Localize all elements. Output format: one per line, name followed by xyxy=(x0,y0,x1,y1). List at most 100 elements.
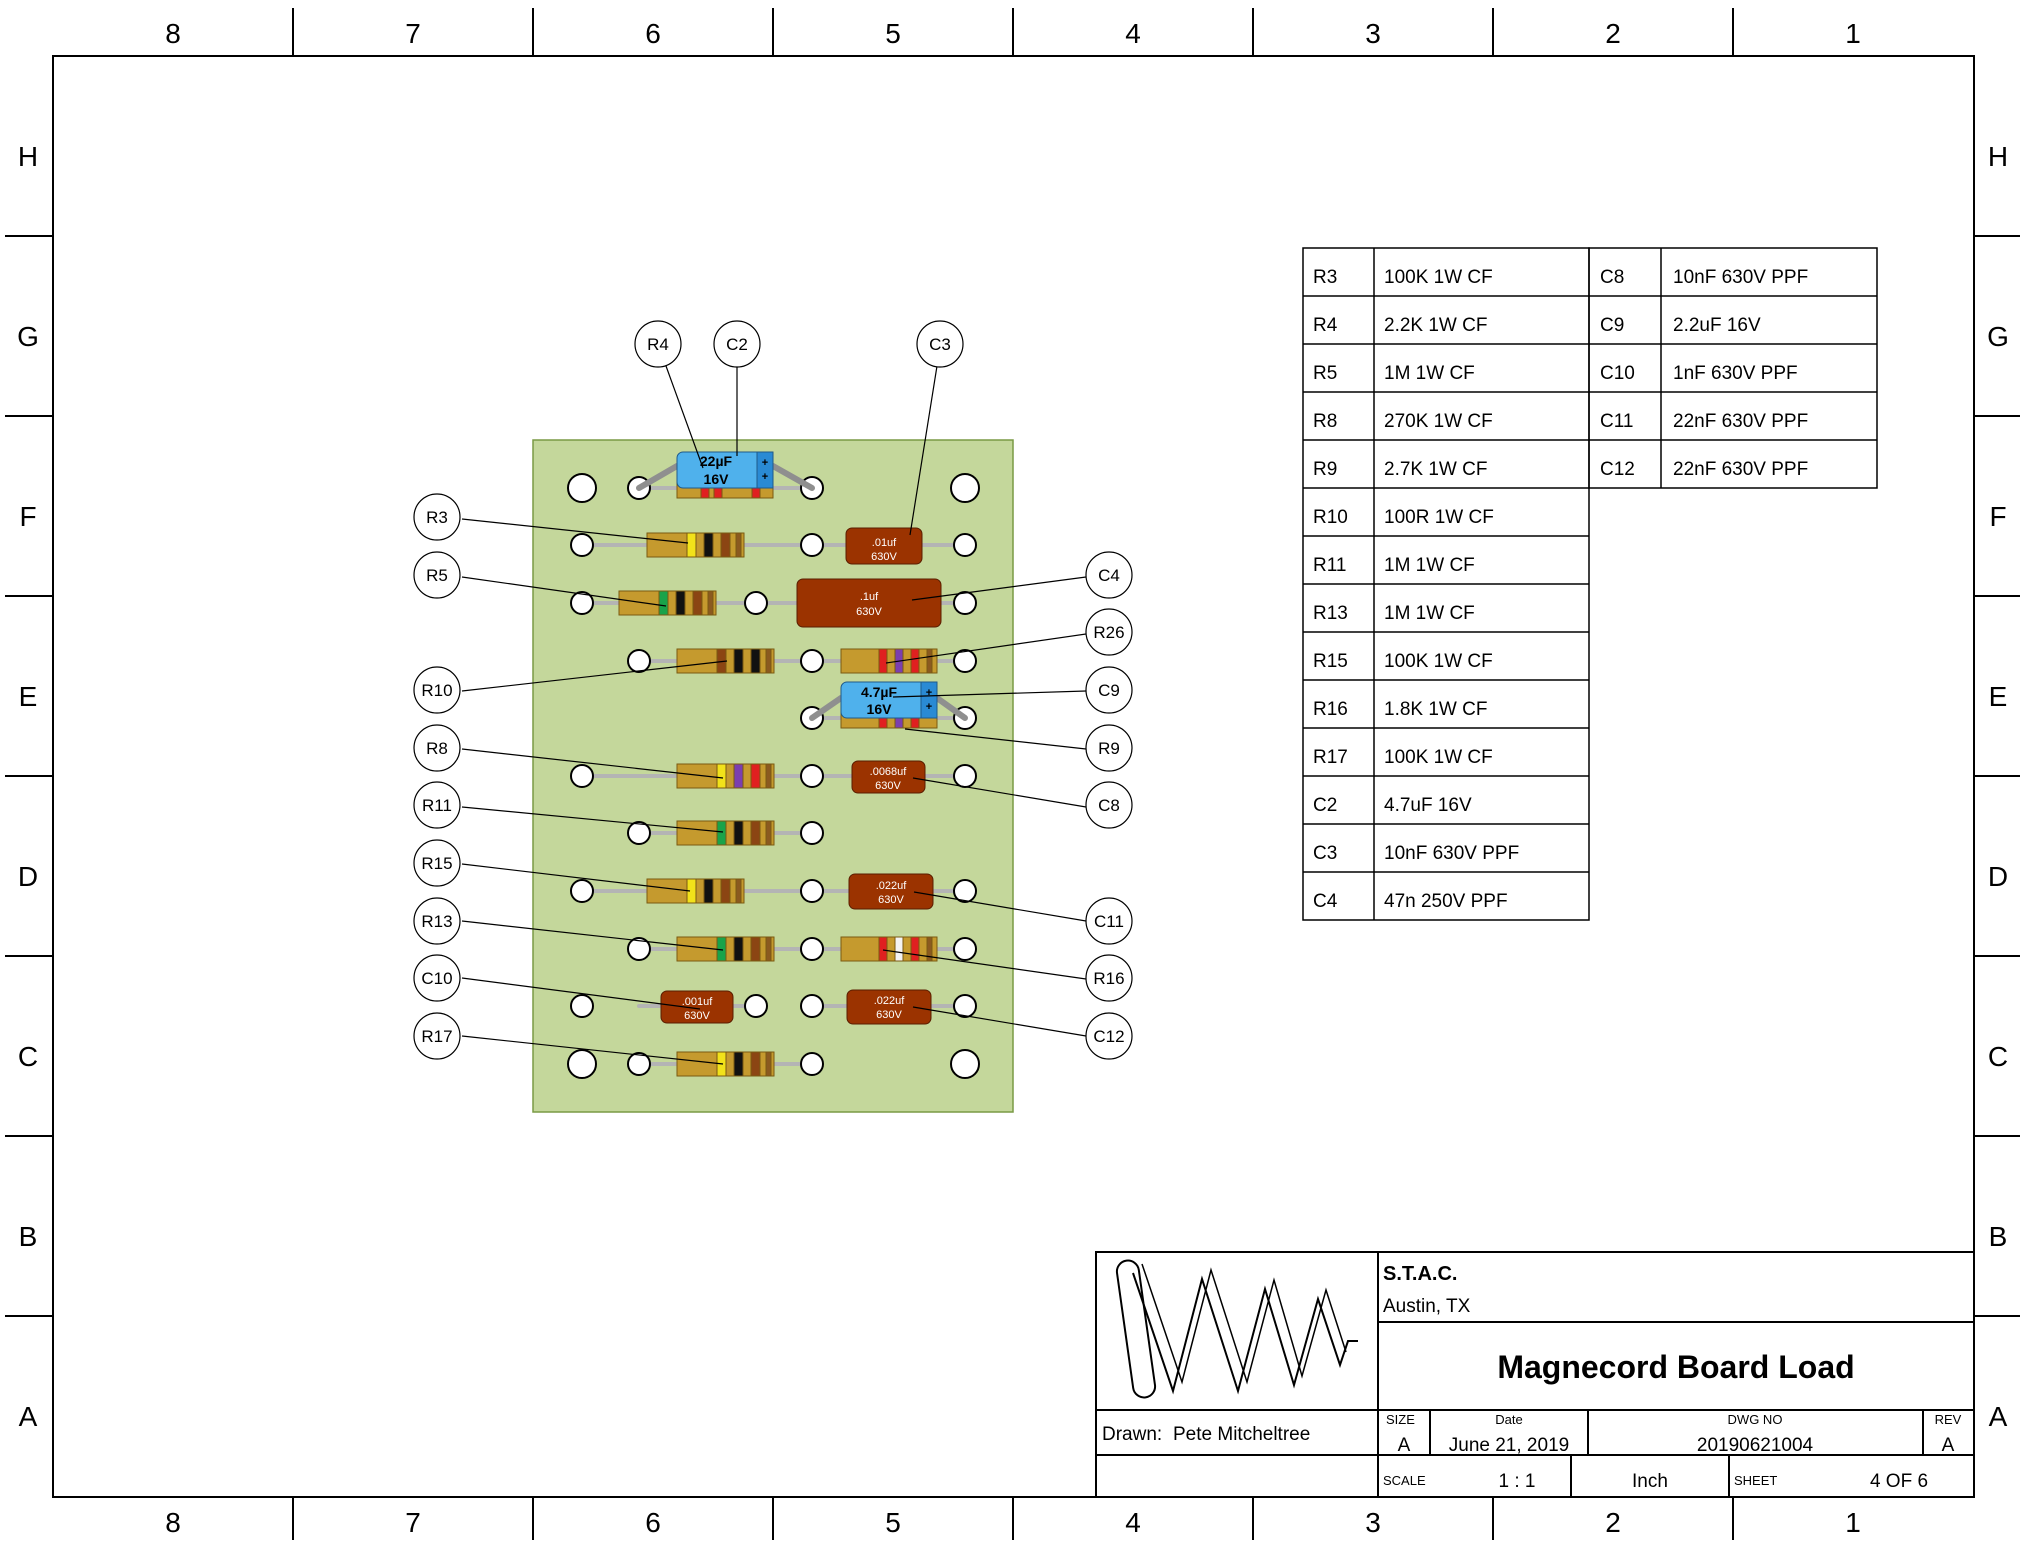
rev-value: A xyxy=(1942,1435,1955,1456)
capacitor-c4: .1uf 630V xyxy=(796,578,942,628)
board-pads xyxy=(567,473,980,1079)
svg-text:R4: R4 xyxy=(647,335,669,354)
company-location: Austin, TX xyxy=(1383,1296,1471,1317)
c9-polarity-plus: + xyxy=(926,701,932,713)
date-value: June 21, 2019 xyxy=(1449,1435,1569,1456)
bom-value: 1M 1W CF xyxy=(1384,603,1475,624)
bom-value: 2.7K 1W CF xyxy=(1384,459,1487,480)
bom-ref: C4 xyxy=(1313,891,1338,912)
c4-voltage: 630V xyxy=(856,606,882,618)
bom-ref: C3 xyxy=(1313,843,1337,864)
electrolytic-c9: 4.7µF 16V + + xyxy=(809,681,968,721)
bom-value: 1.8K 1W CF xyxy=(1384,699,1487,720)
bom-value: 10nF 630V PPF xyxy=(1384,843,1519,864)
capacitor-c11: .022uf 630V xyxy=(848,873,934,910)
capacitor-c3: .01uf 630V xyxy=(845,527,923,565)
svg-text:R8: R8 xyxy=(426,739,448,758)
zone-col-top: 4 xyxy=(1125,18,1141,49)
svg-text:C12: C12 xyxy=(1093,1027,1124,1046)
svg-text:C4: C4 xyxy=(1098,566,1120,585)
scale-label: SCALE xyxy=(1383,1473,1426,1488)
c2-polarity-plus: + xyxy=(762,471,768,483)
zone-col-top: 1 xyxy=(1845,18,1861,49)
callout-r9: R9 xyxy=(1085,724,1133,772)
callout-r16: R16 xyxy=(1085,954,1133,1002)
bom-ref: R17 xyxy=(1313,747,1348,768)
zone-col-bottom: 6 xyxy=(645,1507,661,1538)
c9-value: 4.7µF xyxy=(861,684,898,700)
bom-ref: R15 xyxy=(1313,651,1348,672)
zone-row-right: H xyxy=(1988,141,2008,172)
bom-ref: C8 xyxy=(1600,267,1624,288)
zone-row-left: H xyxy=(18,141,38,172)
zone-col-top: 5 xyxy=(885,18,901,49)
units-value: Inch xyxy=(1632,1471,1668,1492)
c9-polarity-plus: + xyxy=(926,687,932,699)
bom-ref: R9 xyxy=(1313,459,1337,480)
c3-value: .01uf xyxy=(872,537,897,549)
zone-row-right: C xyxy=(1988,1041,2008,1072)
dwg-label: DWG NO xyxy=(1728,1412,1783,1427)
capacitor-c8: .0068uf 630V xyxy=(851,760,926,794)
zone-row-right: A xyxy=(1989,1401,2008,1432)
svg-text:R3: R3 xyxy=(426,508,448,527)
bom-value: 22nF 630V PPF xyxy=(1673,411,1808,432)
callout-c4: C4 xyxy=(1085,551,1133,599)
svg-text:R15: R15 xyxy=(421,854,452,873)
bom-value: 100R 1W CF xyxy=(1384,507,1494,528)
svg-text:R17: R17 xyxy=(421,1027,452,1046)
c8-value: .0068uf xyxy=(870,766,908,778)
resistor-r8 xyxy=(676,763,775,789)
callout-r13: R13 xyxy=(413,897,461,945)
zone-col-bottom: 4 xyxy=(1125,1507,1141,1538)
c10-voltage: 630V xyxy=(684,1010,710,1022)
zone-row-left: F xyxy=(19,501,36,532)
sheet-label: SHEET xyxy=(1734,1473,1777,1488)
scale-value: 1 : 1 xyxy=(1499,1471,1536,1492)
bom-value: 1M 1W CF xyxy=(1384,555,1475,576)
zone-row-left: B xyxy=(19,1221,38,1252)
leader-lines xyxy=(461,365,1087,1065)
bom-value: 100K 1W CF xyxy=(1384,651,1493,672)
c12-value: .022uf xyxy=(874,995,906,1007)
resistor-r3 xyxy=(646,532,745,558)
zone-row-left: G xyxy=(17,321,39,352)
callouts: R4 C2 C3 R3 R5 C4 R26 R10 C9 R8 R9 R11 C… xyxy=(413,320,1133,1060)
svg-text:R26: R26 xyxy=(1093,623,1124,642)
dwg-number: 20190621004 xyxy=(1697,1435,1814,1456)
callout-r8: R8 xyxy=(413,724,461,772)
c8-voltage: 630V xyxy=(875,780,901,792)
resistor-r17 xyxy=(676,1051,775,1077)
stac-logo-icon xyxy=(1132,1272,1358,1395)
callout-c2: C2 xyxy=(713,320,761,368)
capacitor-c12: .022uf 630V xyxy=(846,989,932,1025)
bom-ref: C12 xyxy=(1600,459,1635,480)
logo-loop xyxy=(1115,1259,1157,1399)
svg-text:R16: R16 xyxy=(1093,969,1124,988)
c4-value: .1uf xyxy=(860,591,879,603)
title-block: S.T.A.C. Austin, TX Magnecord Board Load… xyxy=(1095,1251,1975,1498)
callout-c12: C12 xyxy=(1085,1012,1133,1060)
bom-ref: R11 xyxy=(1313,555,1346,576)
resistor-r11 xyxy=(676,820,775,846)
capacitor-c10: .001uf 630V xyxy=(660,990,734,1024)
svg-text:C9: C9 xyxy=(1098,681,1120,700)
zone-col-bottom: 7 xyxy=(405,1507,421,1538)
bom-value: 22nF 630V PPF xyxy=(1673,459,1808,480)
svg-text:R10: R10 xyxy=(421,681,452,700)
zone-row-left: A xyxy=(19,1401,38,1432)
drawing-title: Magnecord Board Load xyxy=(1497,1349,1854,1385)
callout-r4: R4 xyxy=(634,320,682,368)
logo-trace xyxy=(1141,1263,1347,1385)
resistor-r15 xyxy=(646,878,745,904)
svg-text:C10: C10 xyxy=(421,969,452,988)
bom-ref: R10 xyxy=(1313,507,1348,528)
bom-value: 10nF 630V PPF xyxy=(1673,267,1808,288)
zone-col-top: 3 xyxy=(1365,18,1381,49)
zone-row-right: B xyxy=(1989,1221,2008,1252)
svg-text:C8: C8 xyxy=(1098,796,1120,815)
size-label: SIZE xyxy=(1386,1412,1415,1427)
zone-col-bottom: 2 xyxy=(1605,1507,1621,1538)
